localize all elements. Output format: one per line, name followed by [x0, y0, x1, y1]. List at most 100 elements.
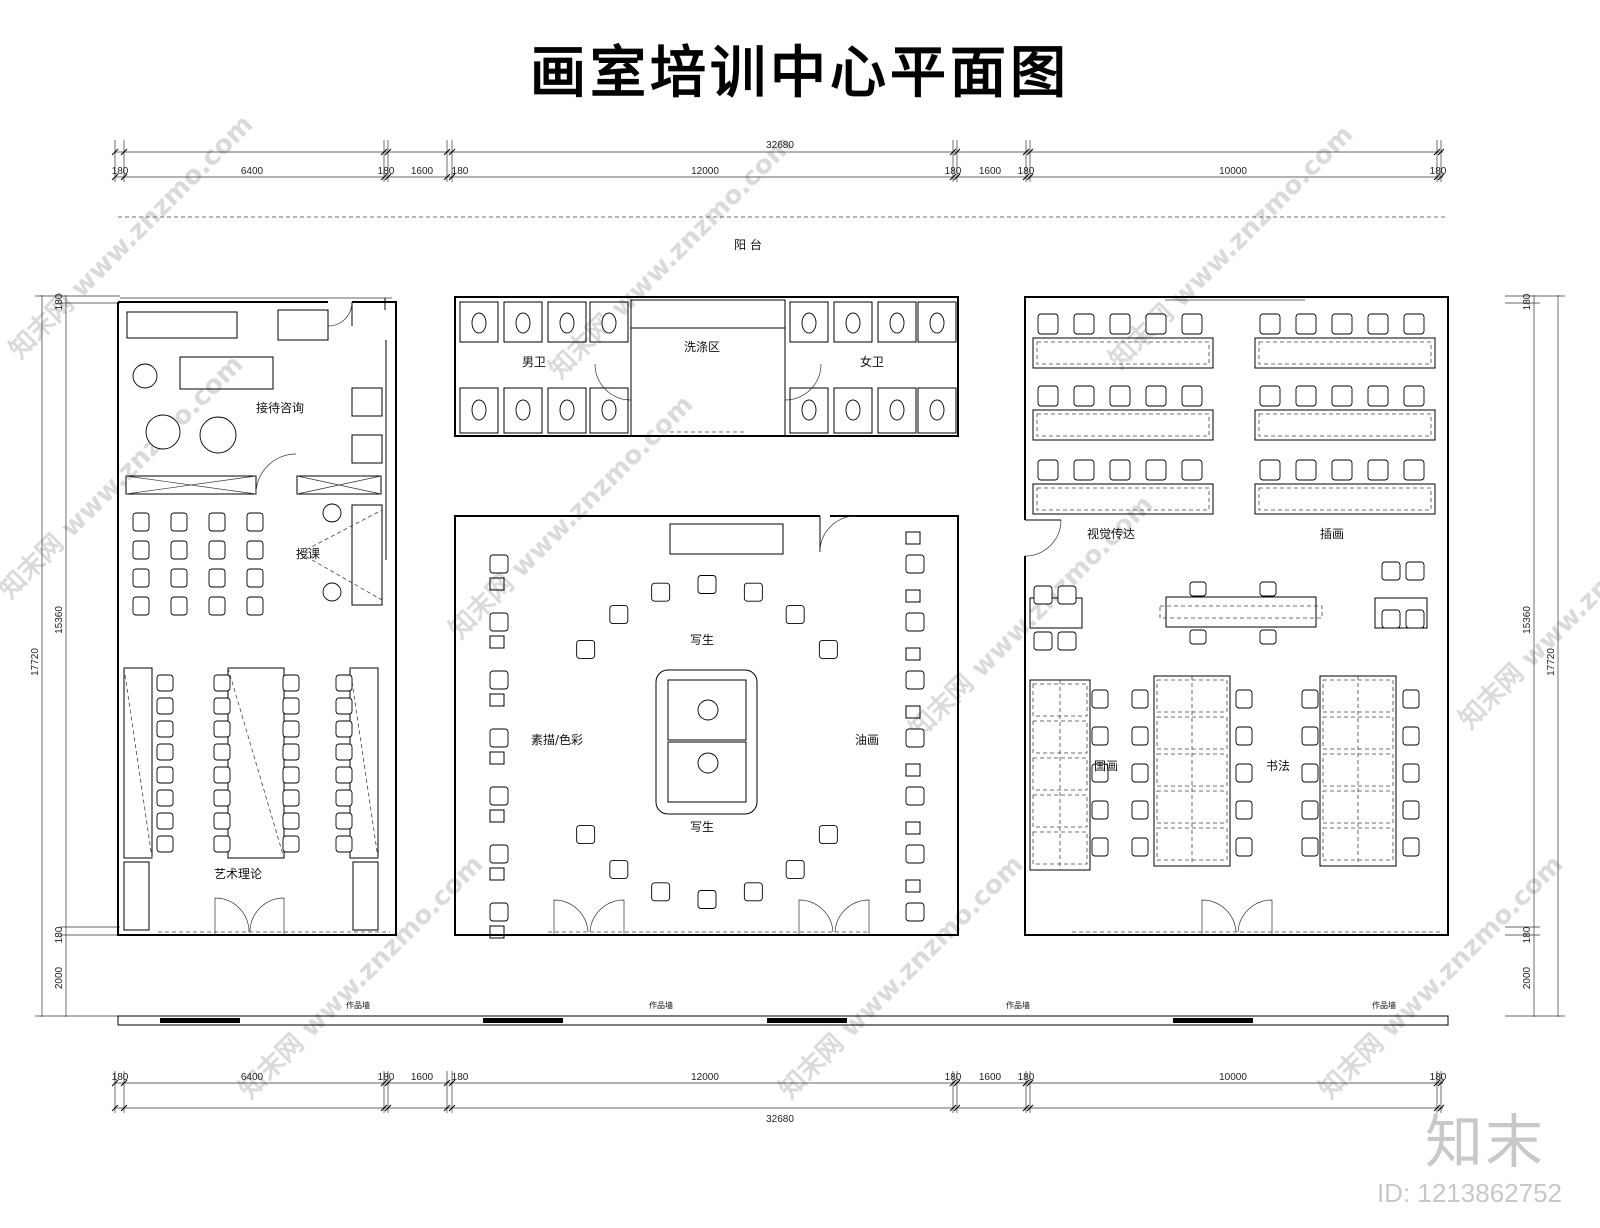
chair-icon: [1259, 385, 1281, 407]
easel-stool-icon: [905, 902, 925, 922]
chair-icon: [1037, 459, 1059, 481]
easel-stool-icon: [651, 582, 671, 602]
toilet-icon: [929, 312, 945, 334]
chair-icon: [1295, 459, 1317, 481]
life-drawing-top-label: 写生: [690, 633, 714, 647]
chair-icon: [335, 835, 353, 853]
dim-label: 180: [945, 166, 962, 177]
easel-stool-icon: [576, 825, 596, 845]
left-wing: 接待咨询 授课 艺术理论: [117, 297, 397, 936]
chair-icon: [1073, 459, 1095, 481]
top-total-dim: 32680: [766, 140, 794, 151]
dim-label: 180: [1018, 166, 1035, 177]
easel-stool-icon: [818, 639, 838, 659]
chair-icon: [208, 512, 226, 532]
toilet-icon: [929, 399, 945, 421]
dim-label: 180: [1522, 293, 1533, 310]
mens-wc-label: 男卫: [522, 355, 546, 369]
dim-label: 6400: [241, 1072, 264, 1083]
chinese-painting-label: 国画: [1094, 759, 1118, 773]
easel-stool-icon: [697, 890, 717, 909]
chair-icon: [282, 697, 300, 715]
chair-icon: [1381, 609, 1401, 629]
dim-label: 15360: [54, 606, 65, 634]
chair-icon: [1295, 385, 1317, 407]
chair-icon: [208, 596, 226, 616]
easel-stool-icon: [785, 859, 805, 879]
easel-stool-icon: [489, 902, 509, 922]
chair-icon: [1381, 561, 1401, 581]
chair-icon: [156, 674, 174, 692]
chair-icon: [335, 720, 353, 738]
chair-icon: [1131, 689, 1149, 709]
toilet-icon: [889, 399, 905, 421]
chair-icon: [213, 789, 231, 807]
chair-icon: [1235, 837, 1253, 857]
dim-label: 1600: [979, 166, 1002, 177]
chair-icon: [1367, 313, 1389, 335]
chair-icon: [1131, 837, 1149, 857]
easel-stool-icon: [905, 786, 925, 806]
chair-icon: [335, 697, 353, 715]
chair-icon: [1301, 837, 1319, 857]
chair-icon: [1181, 385, 1203, 407]
easel-stool-icon: [651, 882, 671, 902]
toilet-icon: [471, 399, 487, 421]
dim-label: 180: [112, 1072, 129, 1083]
chair-icon: [1405, 609, 1425, 629]
dim-label: 1600: [979, 1072, 1002, 1083]
chair-icon: [1259, 629, 1277, 645]
chair-icon: [1301, 689, 1319, 709]
easel-stool-icon: [576, 639, 596, 659]
chair-icon: [246, 596, 264, 616]
chair-icon: [208, 568, 226, 588]
chair-icon: [1331, 385, 1353, 407]
dim-label: 180: [945, 1072, 962, 1083]
middle-studio: 写生 写生 素描/色彩 油画: [454, 515, 959, 939]
chair-icon: [1091, 800, 1109, 820]
chair-icon: [1109, 385, 1131, 407]
gallery-wall: 作品墙 作品墙 作品墙 作品墙: [117, 1000, 1449, 1026]
chair-icon: [1235, 763, 1253, 783]
toilet-icon: [845, 399, 861, 421]
easel-stool-icon: [489, 670, 509, 690]
chair-icon: [1091, 837, 1109, 857]
toilet-icon: [601, 312, 617, 334]
art-theory-label: 艺术理论: [214, 867, 262, 881]
chair-icon: [1131, 763, 1149, 783]
chair-icon: [156, 789, 174, 807]
dim-label: 12000: [691, 166, 719, 177]
chair-icon: [1057, 631, 1077, 651]
oil-painting-label: 油画: [855, 733, 879, 747]
wash-area-label: 洗涤区: [684, 340, 720, 354]
watermark-text: 知末网 www.znzmo.com: [0, 349, 249, 604]
illustration-label: 插画: [1320, 527, 1344, 541]
chair-icon: [208, 540, 226, 560]
dim-label: 2000: [1522, 966, 1533, 989]
chair-icon: [1259, 581, 1277, 597]
chair-icon: [170, 596, 188, 616]
dim-label: 180: [1430, 166, 1447, 177]
chair-icon: [213, 812, 231, 830]
dim-label: 17720: [1546, 648, 1557, 676]
easel-stool-icon: [743, 582, 763, 602]
toilet-icon: [471, 312, 487, 334]
bottom-dimensions: 180 6400 180 1600 180 12000 180 1600 180…: [111, 1071, 1447, 1125]
chair-icon: [1331, 459, 1353, 481]
chair-icon: [282, 835, 300, 853]
chair-icon: [1181, 459, 1203, 481]
chair-icon: [1403, 459, 1425, 481]
easel-stool-icon: [785, 605, 805, 625]
chair-icon: [1033, 631, 1053, 651]
chair-icon: [1091, 763, 1109, 783]
dim-label: 180: [112, 166, 129, 177]
right-dimensions: 15360 17720 180 180 2000: [1505, 293, 1565, 1017]
reception-label: 接待咨询: [256, 400, 304, 415]
image-id: ID: 1213862752: [1376, 1178, 1562, 1208]
chair-icon: [1259, 459, 1281, 481]
dim-label: 10000: [1219, 166, 1247, 177]
balcony-label: 阳 台: [734, 237, 762, 252]
toilet-icon: [559, 312, 575, 334]
dim-label: 2000: [54, 966, 65, 989]
toilet-icon: [515, 312, 531, 334]
